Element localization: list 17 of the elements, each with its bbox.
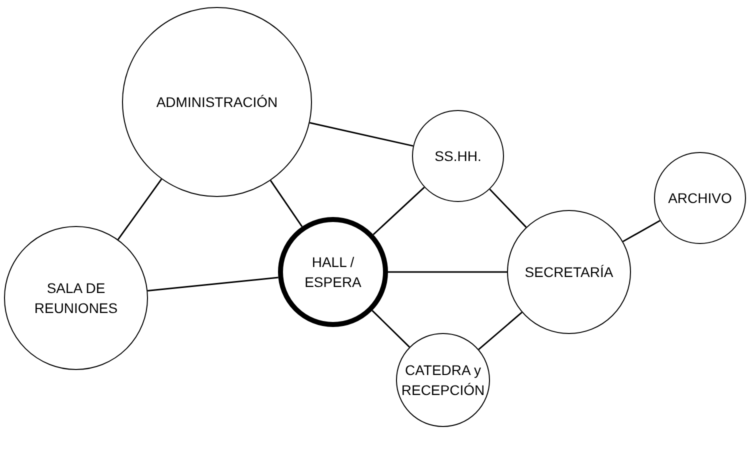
room-label: SECRETARÍA xyxy=(524,263,614,282)
room-label: SS.HH. xyxy=(434,147,482,166)
room-label: CATEDRA y RECEPCIÓN xyxy=(400,361,486,400)
connector-line xyxy=(372,310,410,348)
connector-line xyxy=(117,178,162,240)
connector-line xyxy=(270,180,303,227)
connector-line xyxy=(148,276,278,292)
room-label: ARCHIVO xyxy=(668,189,732,208)
connector-line xyxy=(372,186,425,236)
connector-line xyxy=(622,220,660,242)
room-label: HALL / ESPERA xyxy=(304,253,362,292)
connector-line xyxy=(388,271,507,273)
room-label: SALA DE REUNIONES xyxy=(33,279,119,318)
connector-line xyxy=(478,312,522,350)
room-label: ADMINISTRACIÓN xyxy=(156,93,278,112)
connector-line xyxy=(310,122,414,147)
connector-line xyxy=(489,188,527,228)
